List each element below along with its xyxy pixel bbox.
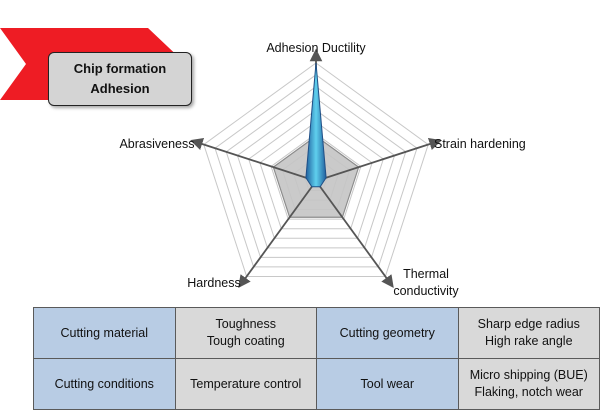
cell-text: Cutting material [60, 325, 149, 340]
grid-ring [225, 85, 407, 258]
cell-text: Flaking, notch wear [474, 385, 583, 399]
banner-label-box: Chip formation Adhesion [48, 52, 192, 106]
grid-ring [259, 121, 373, 230]
axis-label-thermal-conductivity: Thermal conductivity [393, 267, 459, 298]
grid-ring [236, 97, 396, 249]
table-value-cell: Micro shipping (BUE) Flaking, notch wear [457, 358, 600, 410]
axis-line [238, 180, 317, 289]
cell-text: High rake angle [484, 334, 573, 348]
cell-text: Temperature control [190, 376, 302, 391]
cell-text: Sharp edge radius [477, 317, 580, 331]
cell-text: Toughness [215, 317, 276, 331]
table-header-cell: Cutting geometry [316, 307, 459, 359]
table-header-cell: Cutting material [33, 307, 176, 359]
axis-line [315, 138, 442, 182]
cell-text: Micro shipping (BUE) [469, 368, 588, 382]
grid-ring [248, 109, 384, 239]
cell-text: Tool wear [360, 376, 415, 391]
axis-label-adhesion-ductility: Adhesion Ductility [266, 41, 366, 55]
material-polygon [305, 62, 327, 188]
table-row: Cutting conditions Temperature control Too… [33, 358, 600, 410]
table-header-cell: Cutting conditions [33, 358, 176, 410]
chip-formation-banner: Chip formation Adhesion [0, 0, 200, 110]
grid-ring [203, 62, 429, 277]
banner-line-1: Chip formation [73, 61, 167, 76]
grid-ring [270, 133, 362, 220]
axis-label-strain-hardening: Strain hardening [434, 137, 526, 151]
axis-label-hardness: Hardness [187, 276, 241, 290]
cell-text: Cutting geometry [339, 325, 435, 340]
table-header-cell: Tool wear [316, 358, 459, 410]
axis-label-abrasiveness: Abrasiveness [119, 137, 194, 151]
radar-chart: Adhesion Ductility Strain hardening Ther… [119, 41, 525, 298]
axis-label-line: Thermal [403, 267, 449, 281]
cell-text: Tough coating [206, 334, 285, 348]
cell-text: Cutting conditions [54, 376, 154, 391]
grid-ring [214, 74, 418, 268]
axis-line [190, 138, 317, 182]
axis-labels: Adhesion Ductility Strain hardening Ther… [119, 41, 525, 298]
axis-line [315, 180, 394, 289]
axis-label-line: conductivity [393, 284, 459, 298]
table-value-cell: Temperature control [174, 358, 317, 410]
banner-line-2: Adhesion [90, 81, 150, 96]
